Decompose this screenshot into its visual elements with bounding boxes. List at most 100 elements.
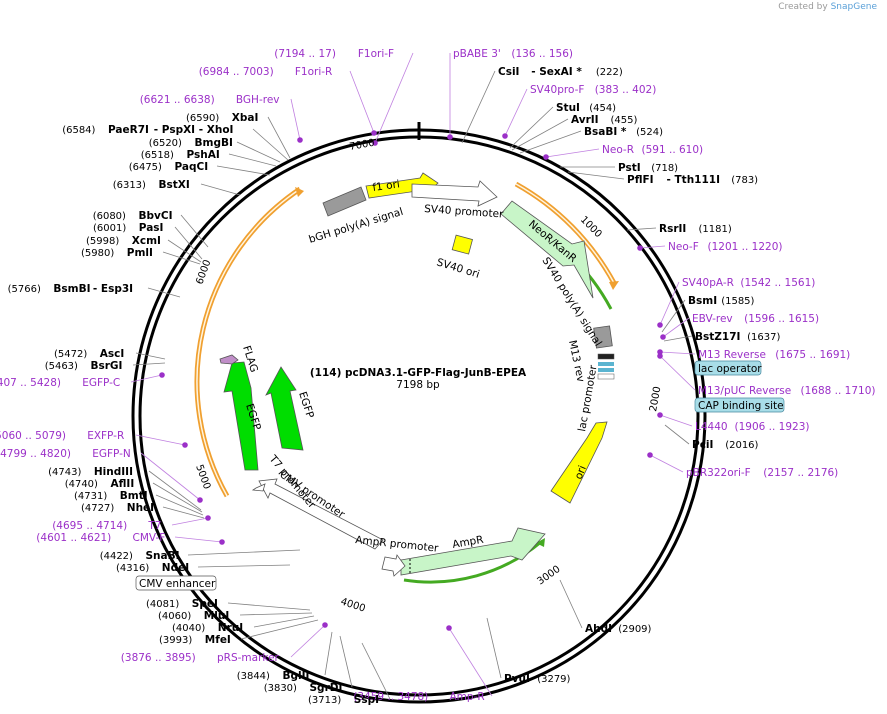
- enzyme-bsabi: BsaBI *(524): [584, 126, 663, 138]
- leader-line: [639, 245, 666, 249]
- enzyme-pmli-part: (5980): [81, 248, 114, 259]
- leader-line: [162, 251, 201, 265]
- enzyme-xbai-part: XbaI: [232, 112, 259, 124]
- primer-ebvrev-part: EBV-rev: [692, 313, 733, 325]
- enzyme-aflii-part: AflII: [111, 478, 135, 490]
- enzyme-paer7i-part: PaeR7I: [108, 124, 149, 136]
- enzyme-pshai: (6518)PshAI: [141, 149, 220, 161]
- credit-brand: SnapGene: [830, 2, 877, 12]
- leader-line: [174, 536, 223, 543]
- leader-line: [267, 116, 291, 159]
- primer-site-marker: [159, 372, 165, 378]
- leader-line: [361, 642, 391, 700]
- primer-exfpr: (5060 .. 5079)EXFP-R: [0, 430, 124, 442]
- feature-ori: [550, 421, 608, 504]
- enzyme-bsmbi-part: - Esp3I: [93, 283, 133, 295]
- leader-line: [626, 227, 657, 231]
- primer-prs-part: pRS-marker: [217, 652, 280, 664]
- enzyme-sspi-part: SspI: [354, 694, 379, 706]
- primer-egfpn-part: (4799 .. 4820): [0, 448, 71, 460]
- enzyme-pcii: PciI(2016): [692, 439, 759, 451]
- enzyme-pmli-part: PmlI: [127, 247, 153, 259]
- enzyme-pshai-part: PshAI: [187, 149, 220, 161]
- enzyme-bsabi-part: (524): [636, 127, 663, 138]
- leader-line: [519, 130, 582, 154]
- boxed-cap-binding-site: [694, 397, 785, 413]
- enzyme-paer7i-part: - PspXI - XhoI: [154, 124, 234, 136]
- tick-label-2000: 2000: [648, 386, 663, 413]
- primer-f1orif-part: F1ori-F: [358, 48, 394, 60]
- tick-label-7000: 7000: [349, 138, 376, 153]
- feature-label-ampr-promoter: AmpR promoter: [355, 534, 440, 555]
- enzyme-pvui-part: PvuI: [504, 673, 530, 685]
- feature-label-ampr: AmpR: [451, 534, 484, 551]
- feature-label-sv40-promoter: SV40 promoter: [424, 203, 505, 221]
- enzyme-sspi: (3713)SspI: [308, 694, 379, 706]
- primer-cmvf-part: CMV-F: [133, 532, 166, 544]
- feature-egfp-1: [265, 366, 304, 451]
- primer-egfpn-part: EGFP-N: [92, 448, 131, 460]
- leader-line: [339, 635, 353, 688]
- leader-line: [236, 141, 281, 163]
- feature-label-bgh: bGH poly(A) signal: [307, 206, 404, 246]
- primer-t7-part: T7: [147, 520, 161, 532]
- primer-bghrev: (6621 .. 6638)BGH-rev: [140, 94, 280, 106]
- tick-label-5000: 5000: [193, 463, 212, 491]
- enzyme-hindiii-part: (4743): [48, 467, 81, 478]
- leader-line: [187, 549, 301, 556]
- leader-line: [545, 148, 600, 158]
- leader-line: [663, 335, 693, 342]
- enzyme-mlui-part: (4060): [158, 611, 191, 622]
- enzyme-bstxi-part: (6313): [113, 180, 146, 191]
- enzyme-pcii-part: PciI: [692, 439, 713, 451]
- enzyme-bmgbi: (6520)BmgBI: [149, 137, 233, 149]
- feature-t7-promoter: [251, 483, 266, 492]
- enzyme-snabi: (4422)SnaBI: [100, 550, 180, 562]
- snapgene-credit: Created by SnapGene: [778, 2, 877, 12]
- enzyme-asci: (5472)AscI: [54, 348, 124, 360]
- enzyme-avrii: AvrII(455): [571, 114, 637, 126]
- enzyme-psti-part: PstI: [618, 162, 641, 174]
- boxed-label-cmv-enhancer: CMV enhancer: [139, 578, 216, 590]
- enzyme-pvui: PvuI(3279): [504, 673, 571, 685]
- feature-label-sv40-polya: SV40 poly(A) signal: [539, 255, 604, 348]
- enzyme-asci-part: (5472): [54, 349, 87, 360]
- primer-sv40par: SV40pA-R(1542 .. 1561): [682, 277, 815, 289]
- primer-prs-part: (3876 .. 3895): [121, 652, 196, 664]
- leader-line: [140, 452, 201, 501]
- enzyme-bsrgi-part: (5463): [45, 361, 78, 372]
- leader-line: [152, 482, 203, 513]
- enzyme-pflfi: PflFI- Tth111I(783): [627, 174, 758, 186]
- feature-label-m13rev: M13 rev: [566, 339, 587, 383]
- leader-line: [374, 52, 414, 144]
- feature-bgh-polya: [322, 186, 367, 217]
- leader-line: [324, 631, 333, 676]
- orf-arc-amp-arrowhead: [536, 538, 545, 547]
- enzyme-xbai: (6590)XbaI: [186, 112, 258, 124]
- primer-pbabe-part: pBABE 3': [453, 48, 501, 60]
- enzyme-stui-part: StuI: [556, 102, 580, 114]
- feature-label-egfp-1: EGFP: [296, 390, 316, 420]
- primer-site-marker: [197, 497, 203, 503]
- feature-label-sv40-ori: SV40 ori: [435, 256, 481, 280]
- enzyme-csi-part: CsiI: [498, 66, 519, 78]
- enzyme-ahdi-part: AhdI: [585, 623, 612, 635]
- enzyme-csi-part: (222): [596, 67, 623, 78]
- primer-site-marker: [657, 353, 663, 359]
- enzyme-ahdi: AhdI(2909): [585, 623, 652, 635]
- primer-neor-part: Neo-R: [602, 144, 634, 156]
- enzyme-pflfi-part: (783): [731, 175, 758, 186]
- primer-site-marker: [657, 322, 663, 328]
- leader-line: [155, 494, 204, 516]
- primer-neor: Neo-R(591 .. 610): [602, 144, 703, 156]
- boxed-label-cap-binding-site: CAP binding site: [698, 400, 784, 412]
- primer-egfpc: (5407 .. 5428)EGFP-C: [0, 377, 120, 389]
- boxed-cmv-enhancer: [135, 575, 217, 591]
- enzyme-paqci: (6475)PaqCI: [129, 161, 208, 173]
- enzyme-sgrdi-part: SgrDI: [310, 682, 343, 694]
- enzyme-nhei-part: NheI: [127, 502, 154, 514]
- enzyme-hindiii: (4743)HindIII: [48, 466, 133, 478]
- primer-m13rev: M13 Reverse(1675 .. 1691): [698, 349, 850, 361]
- orf-arc-top-right-arrowhead: [609, 281, 619, 290]
- enzyme-nhei: (4727)NheI: [81, 502, 154, 514]
